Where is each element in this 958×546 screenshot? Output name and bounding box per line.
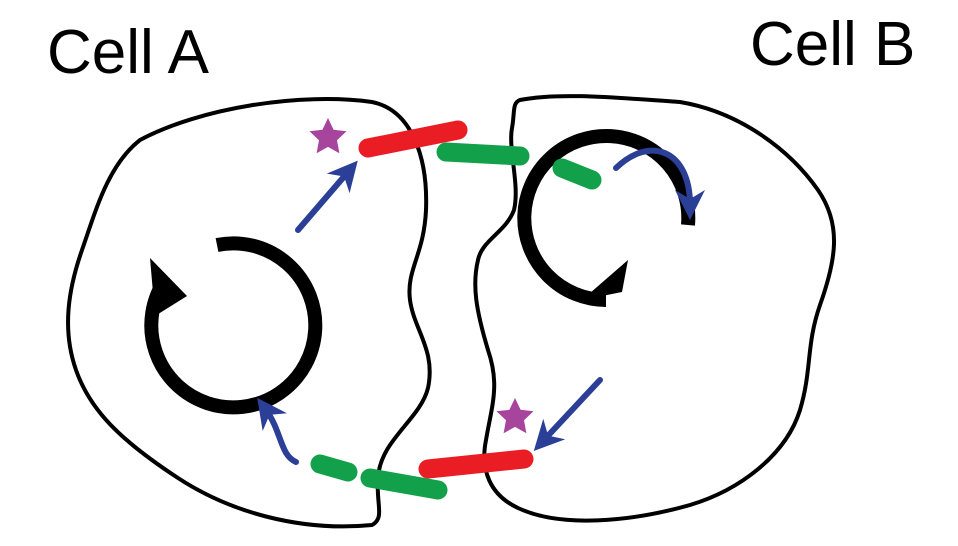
cell-a-cycle-icon: [144, 236, 323, 415]
ligand-bottom-internalized: [310, 454, 358, 482]
cell-b-cycle-icon: [517, 129, 696, 307]
receptor-bottom: [418, 449, 534, 479]
cell-b-label: Cell B: [750, 10, 916, 79]
ligand-top: [436, 142, 530, 166]
signal-arrow-cell-a-bottom: [257, 397, 299, 465]
ligand-bottom: [360, 468, 448, 500]
cell-b-membrane: [473, 94, 836, 523]
signal-arrow-cell-a-up: [295, 160, 358, 233]
signal-arrow-cell-b-top: [613, 147, 705, 220]
cell-a-membrane: [66, 97, 432, 529]
star-icon-bottom: [496, 398, 534, 434]
receptor-top: [358, 120, 468, 158]
cell-a-label: Cell A: [47, 18, 209, 87]
ligand-top-internalized: [552, 158, 602, 190]
star-icon-top: [309, 118, 347, 154]
signal-arrow-cell-b-down: [533, 377, 603, 451]
